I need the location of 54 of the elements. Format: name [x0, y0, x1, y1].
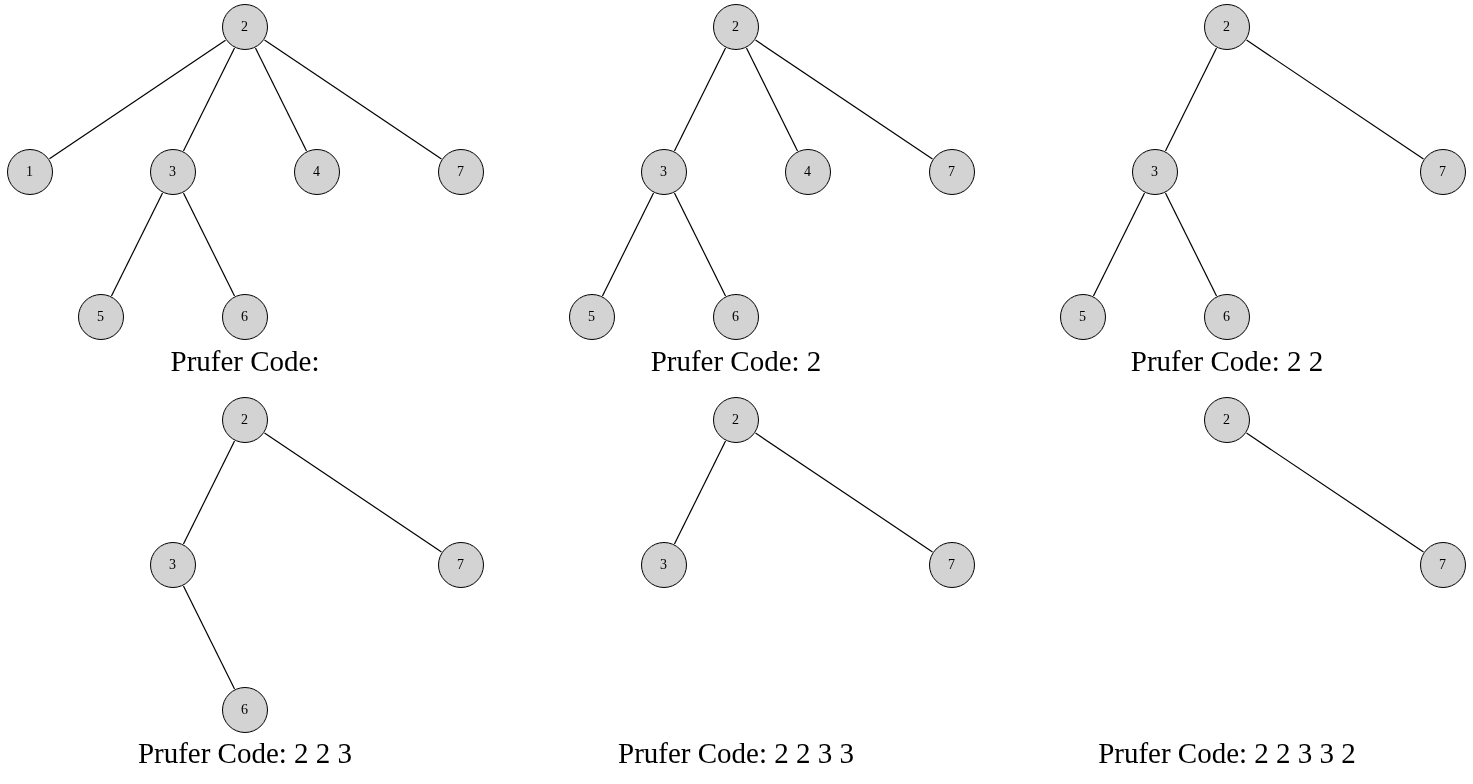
tree-node-circle: 3	[149, 541, 196, 588]
tree-node-circle: 4	[293, 148, 340, 195]
tree-node-circle: 7	[928, 148, 975, 195]
tree-node-circle: 1	[6, 148, 53, 195]
tree-edge-line	[263, 432, 443, 553]
tree-node-circle: 7	[928, 541, 975, 588]
prufer-code-caption: Prufer Code: 2 2 3	[137, 736, 353, 770]
tree-node-circle: 3	[640, 148, 687, 195]
tree-node-circle: 2	[1203, 396, 1250, 443]
tree-edge-line	[754, 432, 934, 553]
tree-edge-line	[48, 39, 227, 160]
tree-node-circle: 2	[712, 3, 759, 50]
tree-edge-line	[182, 47, 236, 152]
tree-node-circle: 2	[221, 396, 268, 443]
tree-node-circle: 6	[712, 293, 759, 340]
tree-edge-line	[182, 585, 236, 690]
tree-node-circle: 6	[1203, 293, 1250, 340]
tree-node-circle: 3	[1131, 148, 1178, 195]
tree-edge-line	[110, 192, 164, 297]
tree-node-circle: 2	[221, 3, 268, 50]
tree-edge-line	[601, 192, 655, 297]
tree-edge-line	[1164, 47, 1218, 152]
tree-node-circle: 5	[1059, 293, 1106, 340]
tree-edge-line	[673, 192, 727, 297]
tree-edge-line	[745, 47, 799, 152]
tree-node-circle: 7	[1419, 148, 1466, 195]
tree-edge-line	[1245, 432, 1425, 553]
tree-edge-line	[1245, 39, 1425, 160]
tree-node-circle: 6	[221, 686, 268, 733]
tree-node-circle: 7	[437, 148, 484, 195]
tree-node-circle: 2	[1203, 3, 1250, 50]
prufer-code-caption: Prufer Code:	[170, 344, 320, 378]
prufer-code-caption: Prufer Code: 2 2 3 3	[618, 736, 854, 770]
tree-node-circle: 3	[149, 148, 196, 195]
tree-node-circle: 5	[77, 293, 124, 340]
tree-edge-line	[754, 39, 934, 160]
prufer-code-caption: Prufer Code: 2	[650, 344, 822, 378]
prufer-code-caption: Prufer Code: 2 2	[1130, 344, 1324, 378]
tree-edge-line	[673, 47, 727, 152]
tree-edge-line	[1164, 192, 1218, 297]
tree-node-circle: 3	[640, 541, 687, 588]
tree-node-circle: 6	[221, 293, 268, 340]
tree-edge-line	[673, 440, 727, 545]
tree-node-circle: 7	[437, 541, 484, 588]
tree-edge-line	[182, 192, 236, 297]
tree-edge-line	[1092, 192, 1146, 297]
tree-node-circle: 7	[1419, 541, 1466, 588]
prufer-code-caption: Prufer Code: 2 2 3 3 2	[1098, 736, 1356, 770]
tree-edge-line	[182, 440, 236, 545]
tree-node-circle: 4	[784, 148, 831, 195]
tree-node-circle: 2	[712, 396, 759, 443]
tree-edge-line	[263, 39, 443, 160]
tree-edge-line	[254, 47, 308, 152]
tree-node-circle: 5	[568, 293, 615, 340]
